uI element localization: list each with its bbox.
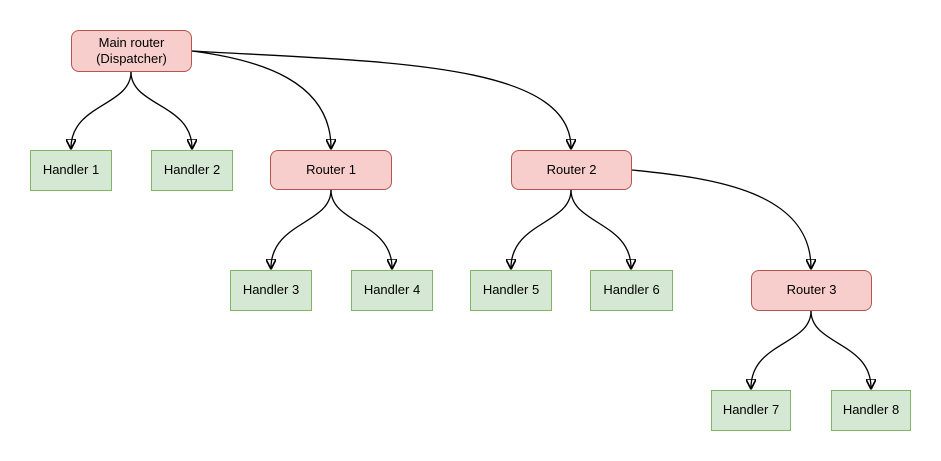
edge-router1-to-handler4 [330, 189, 392, 268]
edge-router3-to-handler7 [751, 310, 812, 388]
edge-router2-to-router3 [631, 169, 811, 268]
node-handler-8: Handler 8 [831, 390, 911, 431]
edge-main-to-handler2 [130, 71, 192, 148]
node-handler-6: Handler 6 [590, 270, 673, 311]
node-handler-3: Handler 3 [230, 270, 312, 311]
edge-router2-to-handler5 [511, 189, 572, 268]
edge-router2-to-handler6 [570, 189, 631, 268]
edge-main-to-handler1 [71, 71, 132, 148]
node-handler-4: Handler 4 [351, 270, 433, 311]
edge-main-to-router2 [191, 50, 571, 148]
node-main-router: Main router (Dispatcher) [71, 30, 192, 72]
node-router-2: Router 2 [511, 150, 632, 190]
node-handler-5: Handler 5 [470, 270, 552, 311]
node-handler-7: Handler 7 [711, 390, 791, 431]
node-router-1: Router 1 [270, 150, 392, 190]
edge-router1-to-handler3 [271, 189, 332, 268]
node-router-3: Router 3 [751, 270, 872, 311]
edge-router3-to-handler8 [810, 310, 871, 388]
node-handler-1: Handler 1 [30, 150, 112, 191]
edge-main-to-router1 [191, 50, 331, 148]
node-handler-2: Handler 2 [151, 150, 233, 191]
